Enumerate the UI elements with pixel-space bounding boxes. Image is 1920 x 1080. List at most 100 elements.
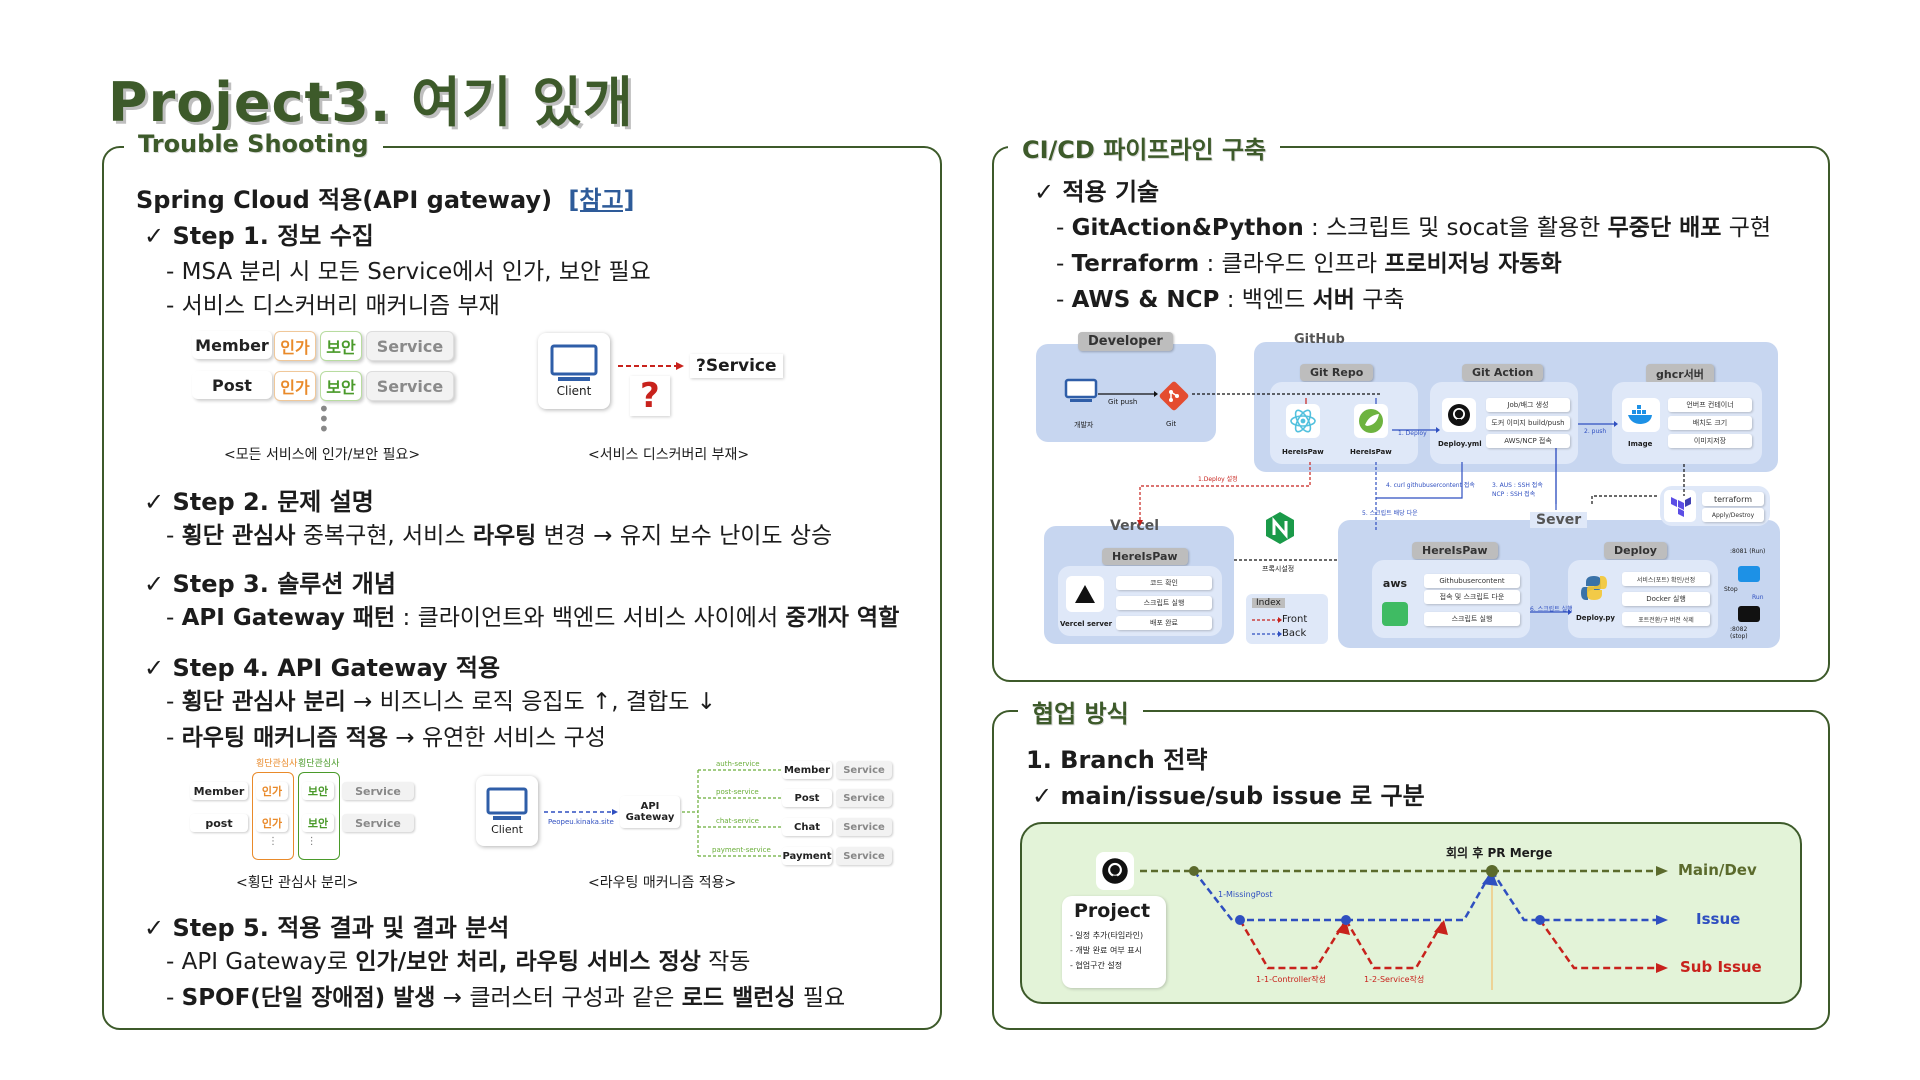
fig1-row-label: Member xyxy=(192,331,272,359)
fig3-security-chip: 보안 xyxy=(302,814,334,832)
ga-cell: Job/배그 생성 xyxy=(1486,398,1570,412)
docker-run-icon xyxy=(1738,566,1760,582)
terraform-icon xyxy=(1664,490,1696,522)
reference-link[interactable]: [참고] xyxy=(568,186,635,214)
step5-line1: - API Gateway로 인가/보안 처리, 라우팅 서비스 정상 작동 xyxy=(166,949,751,975)
index-front: Front xyxy=(1282,614,1308,625)
branch-main-label: Main/Dev xyxy=(1678,861,1757,879)
project-note: - 협업구간 설정 xyxy=(1070,961,1123,970)
page-title: Project3. 여기 있개 xyxy=(108,71,634,134)
route-service-name: Member xyxy=(782,761,832,779)
step1-line1: - MSA 분리 시 모든 Service에서 인가, 보안 필요 xyxy=(166,259,651,285)
api-gateway-box: API Gateway xyxy=(620,796,680,828)
fig3-auth-chip: 인가 xyxy=(256,782,288,800)
collab-label: 협업 방식 xyxy=(1018,694,1143,729)
edge-controller: 1-1-Controller작성 xyxy=(1256,975,1327,984)
spring-cloud-heading: Spring Cloud 적용(API gateway) [참고] xyxy=(136,186,635,214)
ghcr-cell: 배치도 크기 xyxy=(1668,416,1752,430)
fig1-dots: ••• xyxy=(318,397,330,441)
project-title: Project xyxy=(1074,900,1151,922)
docker-stop-icon xyxy=(1738,606,1760,622)
fig1-service-chip: Service xyxy=(366,371,454,401)
branch-sub-label: Sub Issue xyxy=(1680,958,1762,976)
vercel-tag: Vercel xyxy=(1110,518,1160,534)
terraform-sub: Apply/Destroy xyxy=(1702,508,1764,522)
vercel-icon xyxy=(1066,576,1104,612)
tech-line3: - AWS & NCP : 백엔드 서버 구축 xyxy=(1056,287,1405,313)
edge-vercel-label: 1.Deploy 설정 xyxy=(1198,476,1238,483)
fig1-security-chip: 보안 xyxy=(320,331,362,361)
sever-tag: Sever xyxy=(1530,512,1588,528)
ga-cell: AWS/NCP 접속 xyxy=(1486,434,1570,448)
fig1-auth-chip: 인가 xyxy=(274,331,316,361)
heres-label-2: HereIsPaw xyxy=(1350,448,1392,456)
developer-computer-icon xyxy=(1064,378,1098,404)
tech-line1: - GitAction&Python : 스크립트 및 socat을 활용한 무… xyxy=(1056,215,1772,241)
step4-title: ✓ Step 4. API Gateway 적용 xyxy=(144,654,501,682)
route-service-name: Post xyxy=(782,789,832,807)
tech-line2: - Terraform : 클라우드 인프라 프로비저닝 자동화 xyxy=(1056,251,1562,277)
step3-line1: - API Gateway 패턴 : 클라이언트와 백엔드 서비스 사이에서 중… xyxy=(166,605,900,631)
step5-title: ✓ Step 5. 적용 결과 및 결과 분석 xyxy=(144,914,510,942)
fig1-row-label: Post xyxy=(192,371,272,399)
vercel-cell: 배포 완료 xyxy=(1116,616,1212,630)
vercel-heres-tag: HereIsPaw xyxy=(1102,548,1188,565)
index-back: Back xyxy=(1282,628,1307,639)
cicd-label: CI/CD 파이프라인 구축 xyxy=(1008,130,1281,165)
client-computer-icon: Client xyxy=(476,776,538,846)
fig1-service-chip: Service xyxy=(366,331,454,361)
fig1-caption: <모든 서비스에 인가/보안 필요> xyxy=(224,447,421,463)
edge-run-label: 6. 스크립트 실행 xyxy=(1530,606,1573,613)
fig3-top-label-b: 횡단관심사 xyxy=(298,759,340,769)
security-column-outline xyxy=(298,772,340,860)
port-8082: :8082 (stop) xyxy=(1730,626,1748,640)
route-service-chip: Service xyxy=(836,847,892,865)
edge-push-label: 2. push xyxy=(1584,428,1607,435)
react-icon xyxy=(1286,404,1320,438)
developer-user-label: 개발자 xyxy=(1074,421,1094,429)
git-push-label: Git push xyxy=(1108,398,1138,406)
developer-tag: Developer xyxy=(1078,332,1173,351)
step2-title: ✓ Step 2. 문제 설명 xyxy=(144,488,374,516)
heres-label-1: HereIsPaw xyxy=(1282,448,1324,456)
vercel-cell: 스크립트 실행 xyxy=(1116,596,1212,610)
branch-title: 1. Branch 전략 xyxy=(1026,746,1208,774)
aws-icon: aws xyxy=(1382,576,1408,590)
project-card xyxy=(1062,896,1166,988)
edge-ssh-label: 3. AUS : SSH 접속 NCP : SSH 접속 xyxy=(1492,482,1543,498)
vercel-server-label: Vercel server xyxy=(1060,620,1113,628)
s-cell: 접속 및 스크립트 다운 xyxy=(1424,590,1520,604)
fig3-dots: ⋮ ⋮ xyxy=(268,836,317,847)
docker-icon xyxy=(1622,398,1660,432)
git-repo-tag: Git Repo xyxy=(1300,364,1374,381)
step2-line1: - 횡단 관심사 중복구현, 서비스 라우팅 변경 → 유지 보수 난이도 상승 xyxy=(166,523,833,549)
edge-script-label: 5. 스크립트 배당 다운 xyxy=(1362,510,1418,517)
question-mark-icon: ? xyxy=(630,376,670,416)
terraform-label: terraform xyxy=(1702,492,1764,506)
fig4-caption: <라우팅 매커니즘 적용> xyxy=(588,875,737,891)
branch-subtitle: ✓ main/issue/sub issue 로 구분 xyxy=(1032,782,1425,810)
run-label: Run xyxy=(1752,594,1764,601)
ga-cell: 도커 이미지 build/push xyxy=(1486,416,1570,430)
route-service-name: Payment xyxy=(782,847,832,865)
fig3-row-label: Member xyxy=(190,782,248,800)
route-service-name: Chat xyxy=(782,818,832,836)
fig3-security-chip: 보안 xyxy=(302,782,334,800)
project-note: - 개발 완료 여부 표시 xyxy=(1070,946,1142,955)
route-service-chip: Service xyxy=(836,761,892,779)
github-icon xyxy=(1096,852,1134,890)
trouble-shooting-panel xyxy=(102,146,942,1030)
d-cell: 서비스(포트) 확인/선정 xyxy=(1622,572,1710,586)
ncp-icon xyxy=(1382,602,1408,626)
git-label: Git xyxy=(1166,420,1177,428)
step1-line2: - 서비스 디스커버리 매커니즘 부재 xyxy=(166,293,500,319)
tech-title: ✓ 적용 기술 xyxy=(1034,178,1160,206)
auth-column-outline xyxy=(252,772,294,860)
stop-label: Stop xyxy=(1724,586,1738,593)
fig3-row-label: post xyxy=(190,814,248,832)
fig3-caption: <횡단 관심사 분리> xyxy=(236,875,359,891)
gateway-edge-label: Peopeu.kinaka.site xyxy=(548,818,614,826)
unknown-service-label: ?Service xyxy=(690,354,783,378)
spring-icon xyxy=(1354,404,1388,438)
github-icon xyxy=(1442,398,1476,432)
